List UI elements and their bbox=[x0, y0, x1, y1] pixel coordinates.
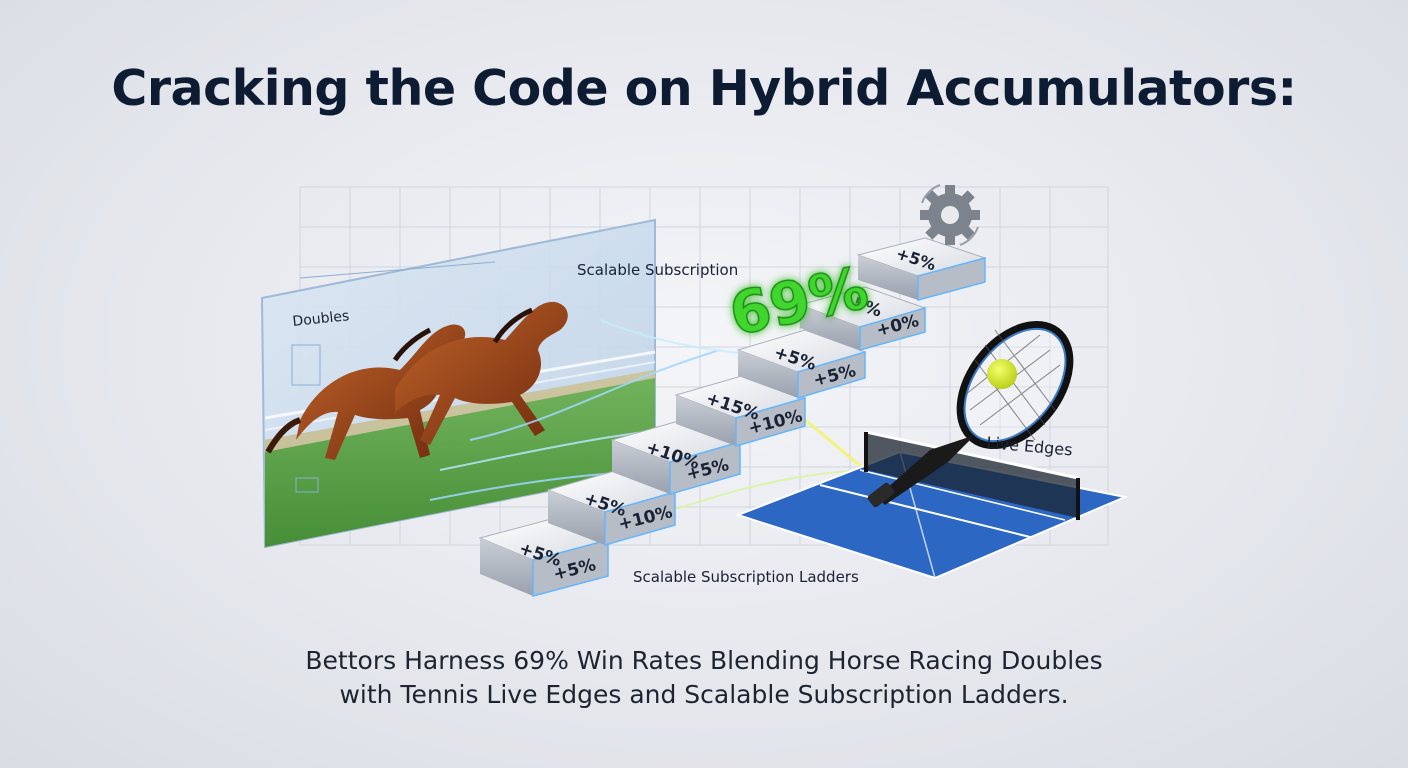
tennis-court bbox=[735, 430, 1129, 580]
ladder-step: +5% +5% bbox=[736, 329, 867, 400]
ladder-step: +5% +10% bbox=[546, 469, 677, 546]
live-edges-label: Live Edges bbox=[986, 433, 1074, 459]
page-subtitle: Bettors Harness 69% Win Rates Blending H… bbox=[0, 644, 1408, 712]
tennis-racket-icon bbox=[867, 320, 1074, 508]
subtitle-line-1: Bettors Harness 69% Win Rates Blending H… bbox=[305, 646, 1103, 675]
horse-racing-panel: Doubles bbox=[260, 218, 656, 549]
doubles-label: Doubles bbox=[292, 308, 350, 330]
horse-image bbox=[395, 301, 568, 445]
page-title: Cracking the Code on Hybrid Accumulators… bbox=[111, 60, 1297, 117]
subscription-ladder: +5% +5% +5% +10% +10% +5% +15% +10% bbox=[478, 237, 987, 597]
tennis-ball-icon bbox=[987, 359, 1017, 389]
scalable-subscription-label: Scalable Subscription bbox=[577, 261, 738, 279]
ladders-label: Scalable Subscription Ladders bbox=[633, 568, 859, 586]
subtitle-line-2: with Tennis Live Edges and Scalable Subs… bbox=[339, 680, 1069, 709]
tennis-net bbox=[864, 430, 1080, 520]
gear-icon bbox=[920, 184, 980, 246]
ladder-step: 5% +0% bbox=[798, 286, 927, 351]
ladder-step: +5% +5% bbox=[478, 517, 610, 597]
ladder-step: +5% bbox=[856, 237, 987, 301]
